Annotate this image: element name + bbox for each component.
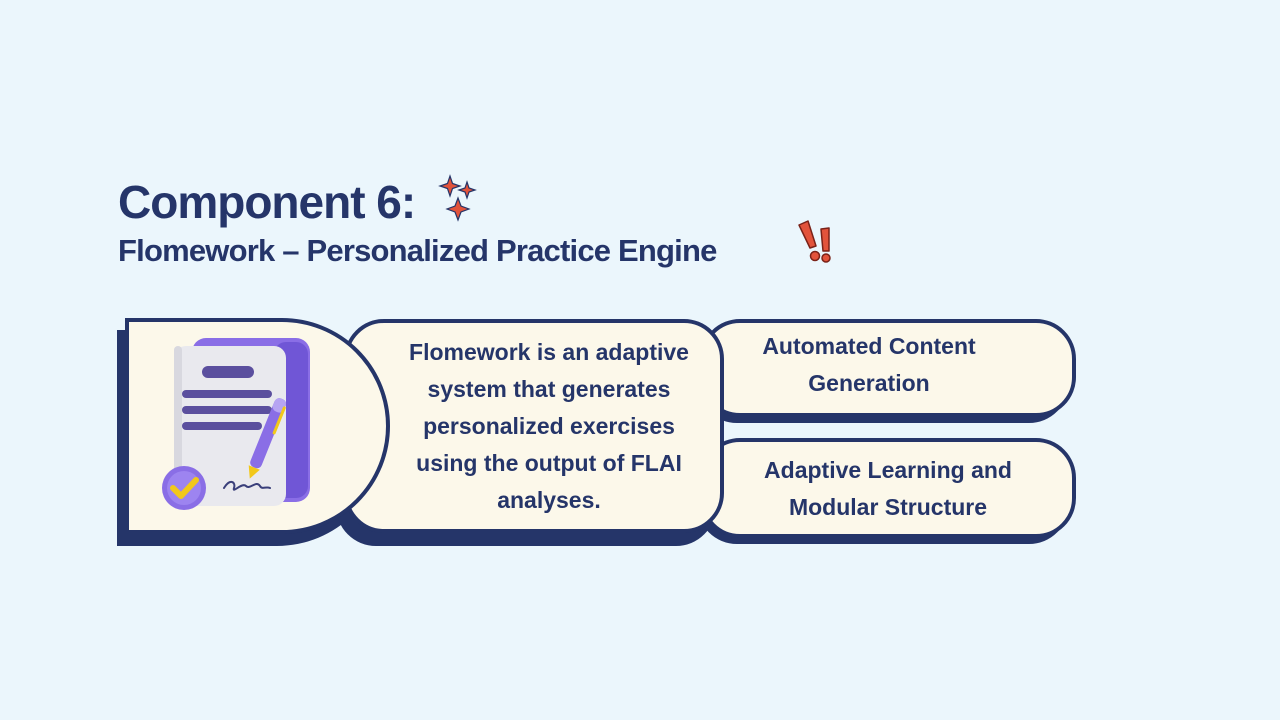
feature-card-adaptive-learning: Adaptive Learning and Modular Structure	[700, 438, 1076, 538]
component-subtitle: Flomework – Personalized Practice Engine	[118, 233, 717, 268]
double-exclamation-icon	[798, 220, 831, 263]
checkmark-badge-icon	[162, 466, 206, 510]
sparkles-icon	[438, 174, 477, 222]
feature-label: Adaptive Learning and Modular Structure	[764, 457, 1012, 520]
component-title: Component 6:	[118, 176, 416, 228]
description-card: Flomework is an adaptive system that gen…	[344, 319, 724, 533]
feature-card-automated-content: Automated Content Generation	[700, 319, 1076, 417]
description-text: Flomework is an adaptive system that gen…	[409, 338, 689, 513]
feature-label: Automated Content Generation	[762, 333, 976, 396]
signed-document-icon	[162, 338, 310, 510]
